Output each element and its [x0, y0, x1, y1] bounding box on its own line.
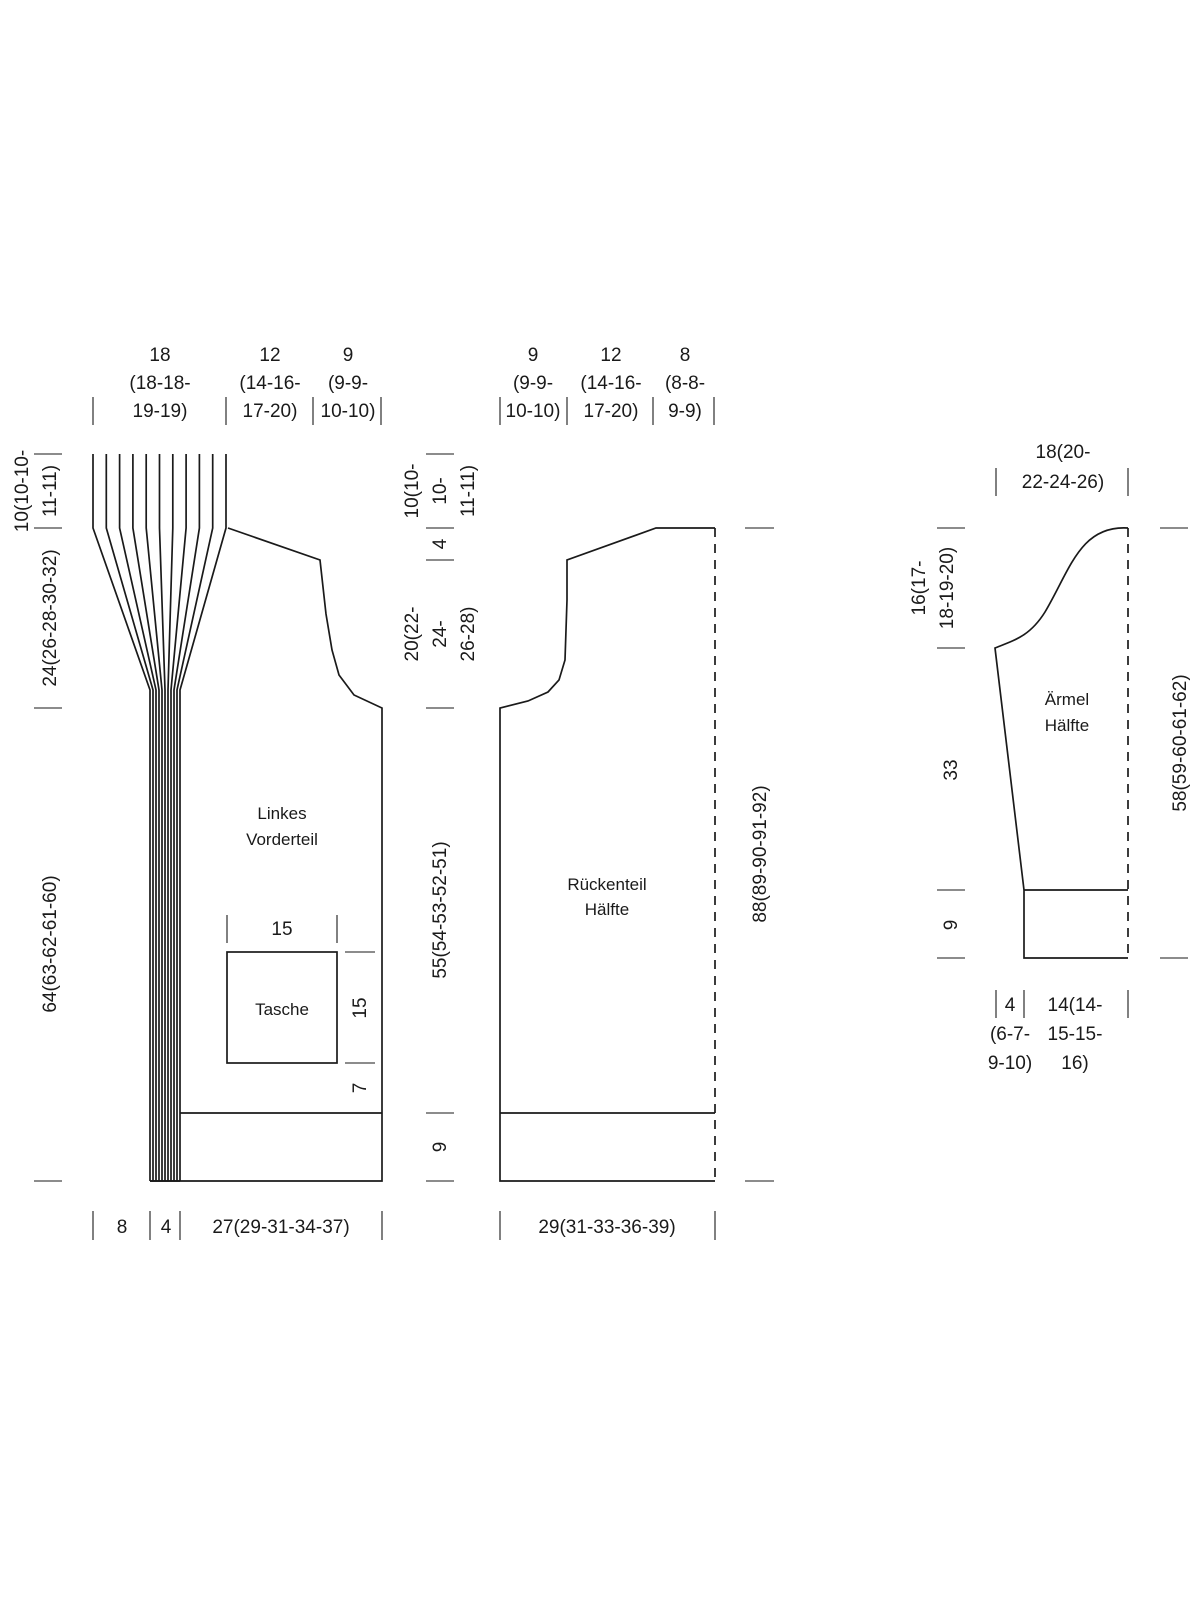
collar-stripe — [145, 454, 163, 1181]
collar-stripe — [132, 454, 160, 1181]
front-bottom-dimensions: 8 4 27(29-31-34-37) — [117, 1217, 350, 1238]
dim-sleeve-width-2: 15-15- — [1048, 1024, 1103, 1045]
dim-sleeve-edge-2: (6-7- — [990, 1024, 1030, 1045]
dim-back-edge-1: 8 — [680, 345, 691, 366]
dim-pocket-offset: 7 — [350, 1083, 371, 1094]
front-label-line-2: Vorderteil — [246, 830, 318, 849]
dim-sleeve-width-3: 16) — [1061, 1053, 1088, 1074]
dim-back-shoulder-3: 17-20) — [584, 401, 639, 422]
dim-collar-width-3: 19-19) — [133, 401, 188, 422]
dim-front-edge: 4 — [161, 1217, 172, 1238]
sleeve-label-line-2: Hälfte — [1045, 716, 1089, 735]
collar-stripe — [92, 454, 151, 1181]
left-front-piece — [92, 454, 383, 1182]
collar-stripe — [173, 454, 201, 1181]
dim-back-neck-2: (9-9- — [513, 373, 553, 394]
back-label-line-1: Rückenteil — [567, 875, 646, 894]
dim-pocket-height: 15 — [350, 997, 371, 1018]
front-label-line-1: Linkes — [257, 804, 306, 823]
back-top-dimensions: 9 (9-9- 10-10) 12 (14-16- 17-20) 8 (8-8-… — [506, 345, 706, 422]
dim-back-width: 29(31-33-36-39) — [538, 1217, 675, 1238]
collar-stripes — [92, 454, 227, 1182]
dim-side-length: 55(54-53-52-51) — [430, 841, 451, 978]
dim-front-neck-1: 9 — [343, 345, 354, 366]
dim-front-band: 8 — [117, 1217, 128, 1238]
dim-back-shoulder-1: 12 — [600, 345, 621, 366]
back-piece — [499, 527, 716, 1182]
pocket-piece: Tasche — [226, 951, 338, 1064]
dim-collar-slope: 24(26-28-30-32) — [40, 549, 61, 686]
back-label-line-2: Hälfte — [585, 900, 629, 919]
collar-stripe — [105, 454, 154, 1181]
dim-sleeve-width-1: 14(14- — [1048, 995, 1103, 1016]
dim-collar-top-2: 11-11) — [40, 465, 61, 517]
dim-back-neck-1: 9 — [528, 345, 539, 366]
dim-back-total: 88(89-90-91-92) — [750, 785, 771, 922]
collar-stripe — [167, 454, 174, 1181]
dim-shoulder-slope-1: 10(10- — [402, 464, 423, 519]
dim-sleeve-edge-3: 9-10) — [988, 1053, 1032, 1074]
dim-sleeve-top-2: 22-24-26) — [1022, 472, 1104, 493]
sleeve-piece — [994, 527, 1129, 959]
dim-front-width: 27(29-31-34-37) — [212, 1217, 349, 1238]
sleeve-outline — [994, 527, 1129, 959]
dimension-ticks — [34, 397, 1188, 1240]
collar-stripe — [170, 454, 187, 1181]
dim-front-neck-2: (9-9- — [328, 373, 368, 394]
dim-sleeve-total: 58(59-60-61-62) — [1170, 674, 1191, 811]
dim-sleeve-cap-2: 18-19-20) — [937, 547, 958, 629]
dim-sleeve-edge-1: 4 — [1005, 995, 1016, 1016]
dim-sleeve-length: 33 — [941, 759, 962, 780]
dim-back-shoulder-2: (14-16- — [580, 373, 641, 394]
dim-armhole-2: 24- — [430, 620, 451, 647]
dim-sleeve-top-1: 18(20- — [1036, 442, 1091, 463]
dim-collar-width-2: (18-18- — [129, 373, 190, 394]
collar-stripe — [158, 454, 166, 1181]
dim-pocket-width: 15 — [271, 919, 292, 940]
dim-back-neck-3: 10-10) — [506, 401, 561, 422]
sleeve-dimensions: 18(20- 22-24-26) 16(17- 18-19-20) 33 9 5… — [909, 442, 1191, 1074]
dim-shoulder-slope-2: 10- — [430, 477, 451, 504]
dim-rib-height: 9 — [430, 1142, 451, 1153]
front-top-dimensions: 18 (18-18- 19-19) 12 (14-16- 17-20) 9 (9… — [129, 345, 375, 422]
front-left-dimensions: 10(10-10- 11-11) 24(26-28-30-32) 64(63-6… — [12, 450, 61, 1013]
dim-back-edge-3: 9-9) — [668, 401, 702, 422]
dim-front-shoulder-3: 17-20) — [243, 401, 298, 422]
collar-stripe — [118, 454, 157, 1181]
dim-back-edge-2: (8-8- — [665, 373, 705, 394]
sleeve-label-line-1: Ärmel — [1045, 690, 1089, 709]
dim-lower-body: 64(63-62-61-60) — [40, 875, 61, 1012]
dim-armhole-1: 20(22- — [402, 607, 423, 662]
dim-shoulder-slope-3: 11-11) — [458, 465, 479, 517]
pocket-outline — [226, 951, 338, 1064]
front-outline — [150, 527, 383, 1182]
dim-front-shoulder-1: 12 — [259, 345, 280, 366]
dim-collar-width-1: 18 — [149, 345, 170, 366]
pocket-label: Tasche — [255, 1000, 309, 1019]
dim-collar-top-1: 10(10-10- — [12, 450, 33, 532]
back-right-dimensions: 88(89-90-91-92) — [750, 785, 771, 922]
dim-front-shoulder-2: (14-16- — [239, 373, 300, 394]
dim-front-neck-3: 10-10) — [321, 401, 376, 422]
back-outline — [499, 527, 715, 1182]
dim-sleeve-cuff: 9 — [941, 920, 962, 931]
middle-left-dimensions: 10(10- 10- 11-11) 4 20(22- 24- 26-28) 55… — [402, 464, 479, 1153]
dim-armhole-3: 26-28) — [458, 607, 479, 662]
dim-shoulder-drop: 4 — [430, 538, 451, 549]
collar-stripe — [176, 454, 214, 1181]
collar-stripe — [179, 454, 227, 1181]
pocket-dimensions: 15 15 7 — [271, 919, 371, 1093]
dim-sleeve-cap-1: 16(17- — [909, 561, 930, 616]
